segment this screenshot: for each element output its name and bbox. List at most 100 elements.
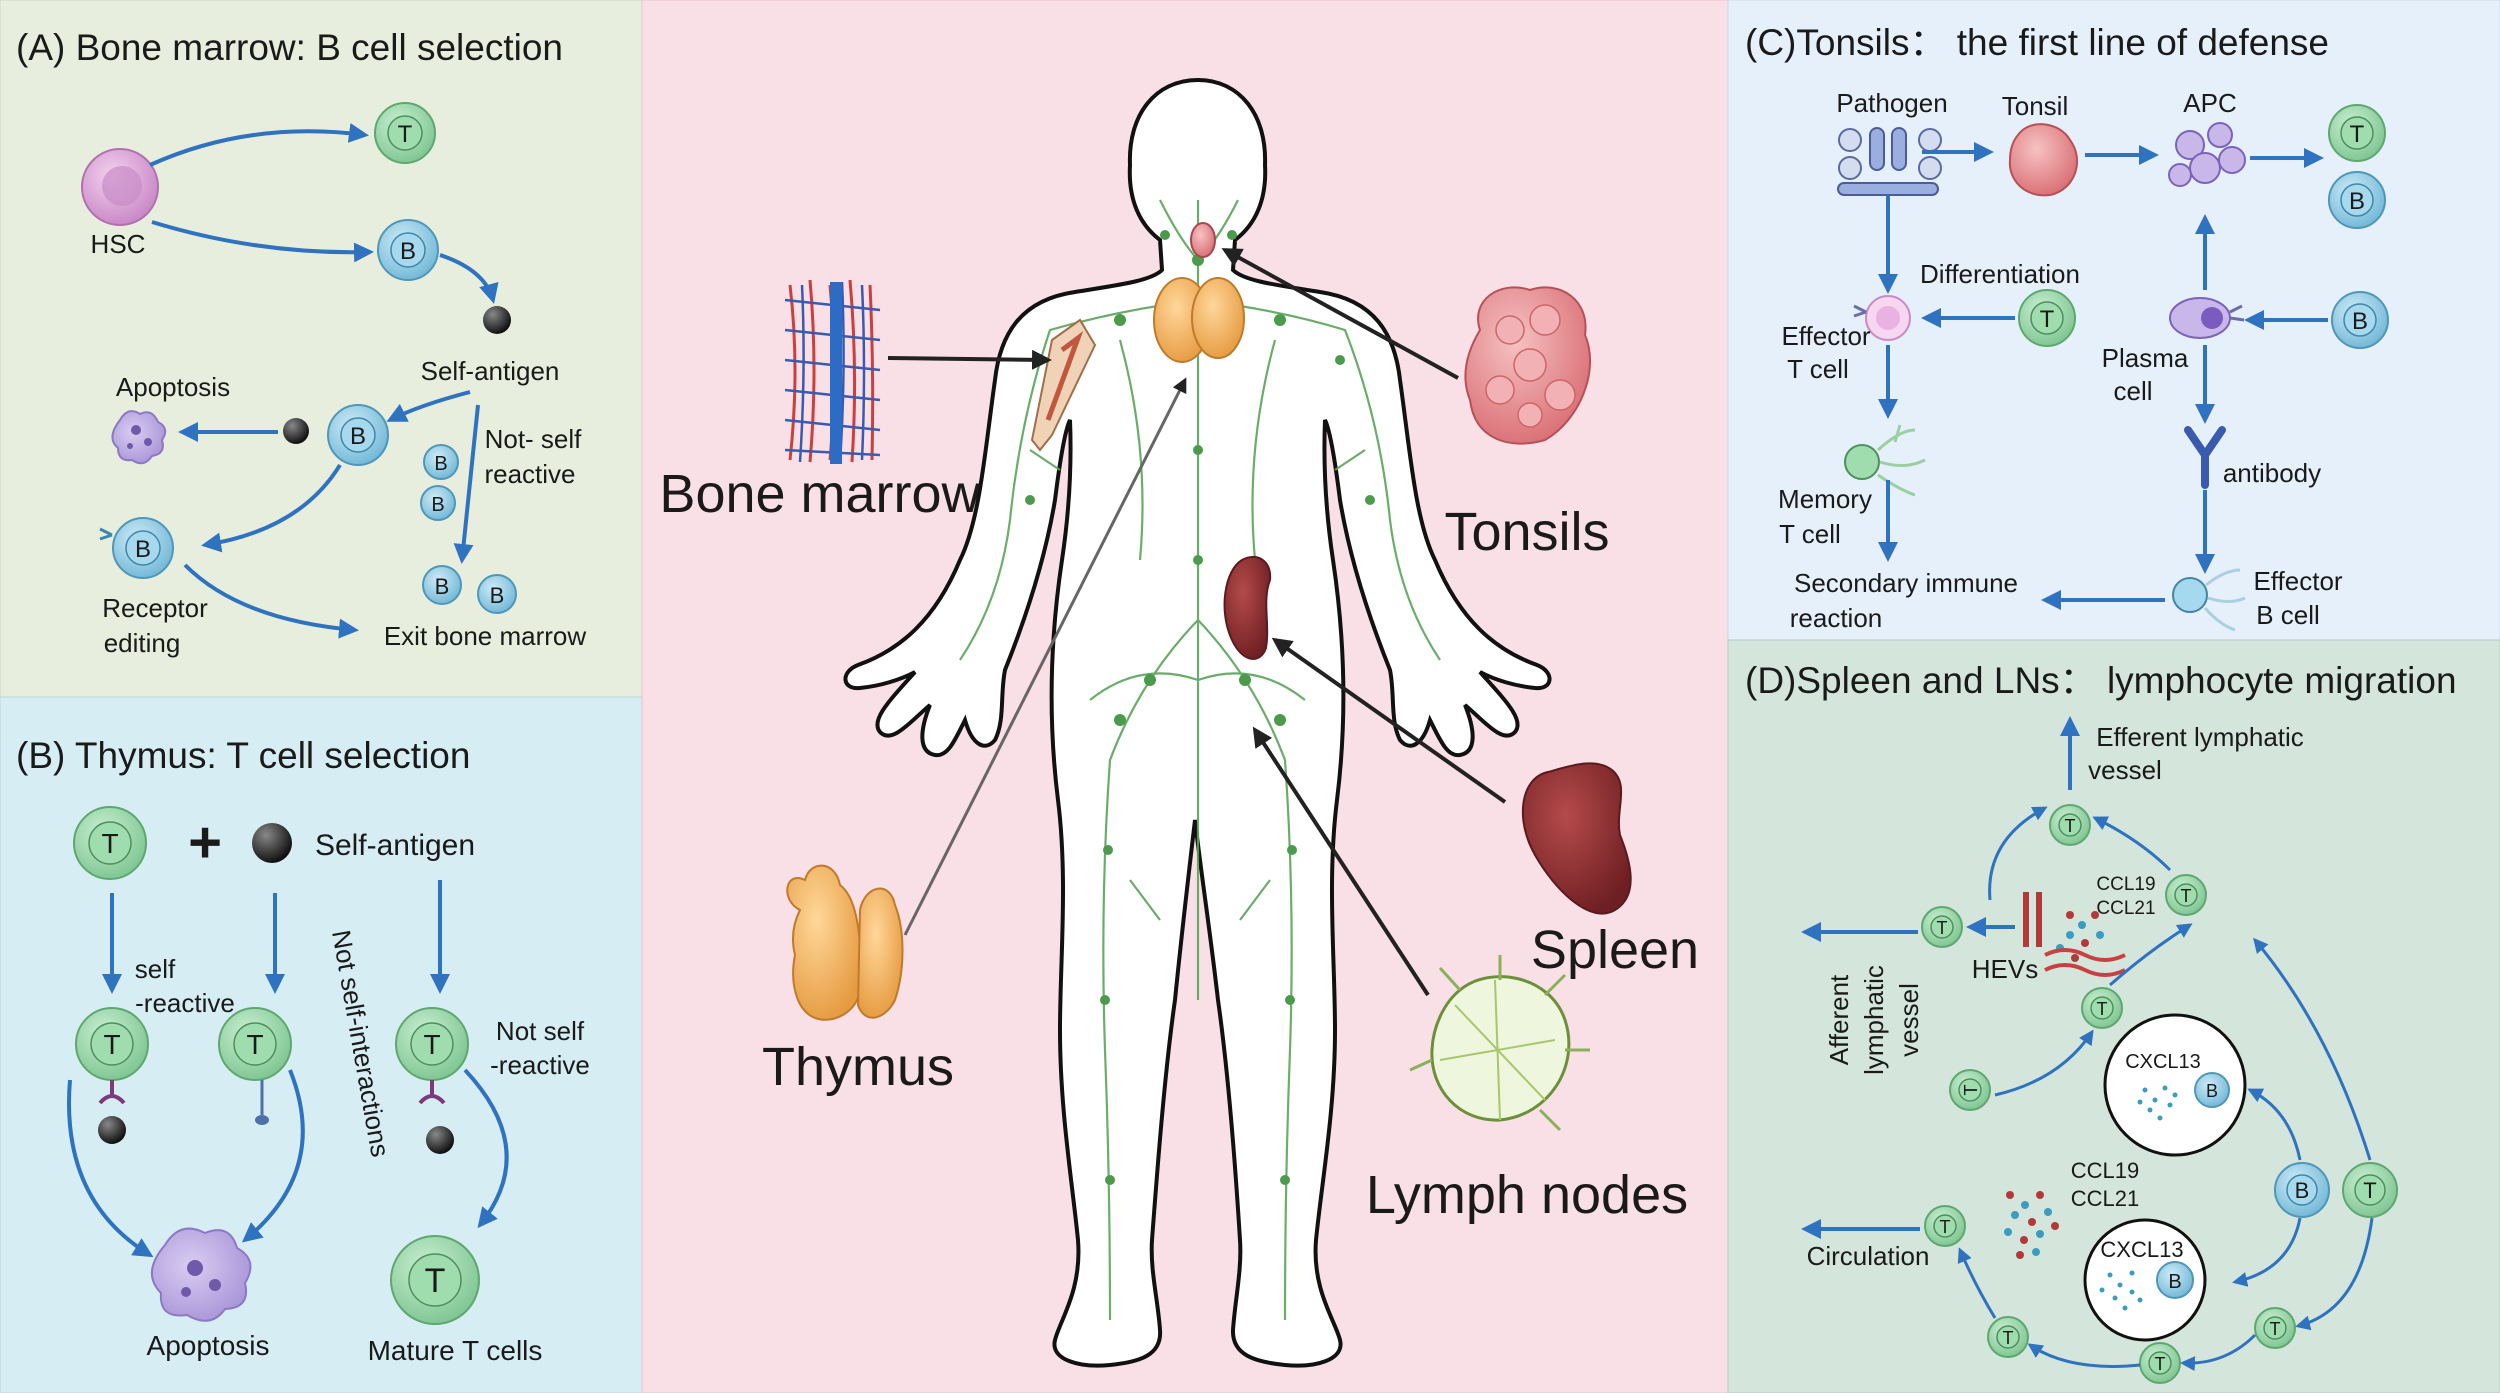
effector-t-cell-icon	[1853, 295, 1911, 341]
thymus-in-body	[1153, 277, 1245, 363]
spleen-in-body	[1223, 555, 1272, 660]
effector-t-label-1: Effector	[1781, 321, 1870, 351]
ccl21-label: CCL21	[2096, 898, 2155, 919]
svg-text:T: T	[2040, 306, 2055, 333]
apoptotic-cell-icon-b	[151, 1227, 252, 1322]
plasma-cell-icon	[2169, 297, 2245, 339]
apc-label: APC	[2183, 88, 2236, 118]
afferent-label-1: Afferent	[1824, 974, 1854, 1065]
hevs-label: HEVs	[1972, 954, 2038, 984]
receptor-label-1: Receptor	[102, 593, 208, 623]
hsc-to-t-arrow	[149, 123, 369, 167]
lymph-nodes-label: Lymph nodes	[1366, 1165, 1688, 1225]
hsc-label: HSC	[91, 229, 146, 259]
svg-text:B: B	[431, 494, 444, 516]
to-circulation-curve	[1957, 1247, 1997, 1319]
t-cell-self-reactive: T	[75, 1007, 149, 1144]
svg-text:B: B	[2352, 308, 2368, 335]
t-cell: T	[374, 102, 436, 164]
panel-c: (C)Tonsils： the first line of defense Pa…	[1745, 22, 2389, 633]
b-cell-exit-1: B	[422, 565, 462, 605]
apoptotic-cell-icon	[111, 410, 167, 465]
lymphatic-network	[959, 199, 1441, 1321]
bone-marrow-pointer	[887, 349, 1052, 370]
exit-bone-marrow-label: Exit bone marrow	[384, 621, 587, 651]
circulation-label: Circulation	[1807, 1241, 1930, 1271]
t-cell-d-right: T	[2165, 874, 2207, 916]
effector-b-cell-icon	[2172, 568, 2246, 632]
panel-d-title: (D)Spleen and LNs： lymphocyte migration	[1745, 660, 2457, 701]
efferent-label-1: Efferent lymphatic	[2096, 722, 2304, 752]
cxcl13-label: CXCL13	[2125, 1051, 2201, 1073]
spleen-label: Spleen	[1531, 920, 1699, 980]
memory-label-1: Memory	[1778, 484, 1872, 514]
tonsils-pointer	[1221, 248, 1459, 380]
t-cell-c: T	[2328, 104, 2386, 162]
ccl21-label-b: CCL21	[2071, 1186, 2139, 1211]
svg-text:B: B	[490, 583, 505, 608]
afferent-label-2: lymphatic	[1859, 965, 1889, 1075]
editing-to-exit-arrow	[183, 563, 359, 639]
center-panel: Bone marrow Tonsils Spleen Thymus	[659, 77, 1699, 1368]
svg-text:T: T	[1937, 918, 1948, 938]
svg-text:T: T	[2350, 121, 2365, 148]
svg-text:B: B	[2168, 1271, 2181, 1293]
not-self-label-1: Not- self	[485, 424, 583, 454]
not-self-label-b-1: Not self	[496, 1016, 585, 1046]
b-cell-reactive: B	[327, 404, 389, 466]
b-cell: B	[377, 219, 439, 281]
afferent-label-3: vessel	[1894, 983, 1924, 1057]
arc-to-efferent-right	[2092, 816, 2172, 872]
svg-text:T: T	[398, 121, 413, 148]
tonsils-icon	[1464, 286, 1591, 445]
t-cell-d-right-lower: T	[2342, 1162, 2398, 1218]
ccl19-label-b: CCL19	[2071, 1158, 2139, 1183]
svg-text:T: T	[2181, 886, 2192, 906]
lymph-node-icon	[1409, 955, 1590, 1132]
secondary-label-1: Secondary immune	[1794, 568, 2018, 598]
panel-a-background	[0, 0, 643, 698]
ccl19-label: CCL19	[2096, 874, 2155, 895]
apoptosis-label-b: Apoptosis	[147, 1330, 270, 1361]
tonsil-small-icon	[2008, 123, 2079, 197]
arrow-weak-to-apoptosis	[241, 1069, 305, 1243]
svg-text:T: T	[2155, 1354, 2166, 1374]
hev-vessel-icon	[2023, 892, 2126, 977]
t-cell-d-efferent: T	[2049, 804, 2091, 846]
b-to-antigen-arrow	[439, 253, 499, 304]
arc-to-efferent-left	[1988, 806, 2048, 901]
tonsil-in-body	[1190, 222, 1216, 258]
panel-a: (A) Bone marrow: B cell selection HSC T …	[16, 27, 586, 658]
b-cell-small-1: B	[423, 444, 459, 480]
right-cells-to-top-arrow	[2253, 937, 2372, 1161]
svg-text:T: T	[2003, 1328, 2014, 1348]
plasma-label-2: cell	[2113, 376, 2152, 406]
self-antigen-label-b: Self-antigen	[315, 829, 475, 862]
svg-text:B: B	[135, 536, 151, 563]
self-antigen-label: Self-antigen	[421, 356, 560, 386]
svg-text:T: T	[2363, 1178, 2376, 1203]
self-reactive-label-2: -reactive	[135, 988, 235, 1018]
bone-marrow-label: Bone marrow	[659, 464, 981, 524]
t-cell-d-afferent: T	[1921, 906, 1963, 948]
b-to-receptor-editing-arrow	[201, 463, 342, 553]
effector-b-label-2: B cell	[2256, 600, 2320, 630]
self-antigen-ball	[483, 306, 511, 334]
follicle-upper: CXCL13 B	[2103, 1013, 2247, 1157]
apoptosis-label: Apoptosis	[116, 372, 230, 402]
center-to-hev-arrow	[2109, 923, 2193, 987]
lymph-nodes-pointer	[1252, 726, 1430, 997]
spleen-icon	[1522, 762, 1632, 915]
to-exit-arrow	[453, 404, 480, 564]
apc-icon	[2168, 122, 2246, 187]
svg-text:T: T	[1961, 1085, 1981, 1096]
b-cell-plasma-source: B	[2331, 291, 2389, 349]
bone-in-body	[1030, 318, 1097, 452]
bottom-middle-curve	[2180, 1333, 2257, 1372]
pathogen-label: Pathogen	[1836, 88, 1947, 118]
follicle-lower: CXCL13 B	[2083, 1218, 2207, 1342]
b-cell-exit-2: B	[477, 574, 517, 614]
thymus-pointer	[903, 377, 1187, 936]
svg-text:B: B	[350, 423, 366, 450]
hsc-nucleus	[102, 166, 142, 206]
